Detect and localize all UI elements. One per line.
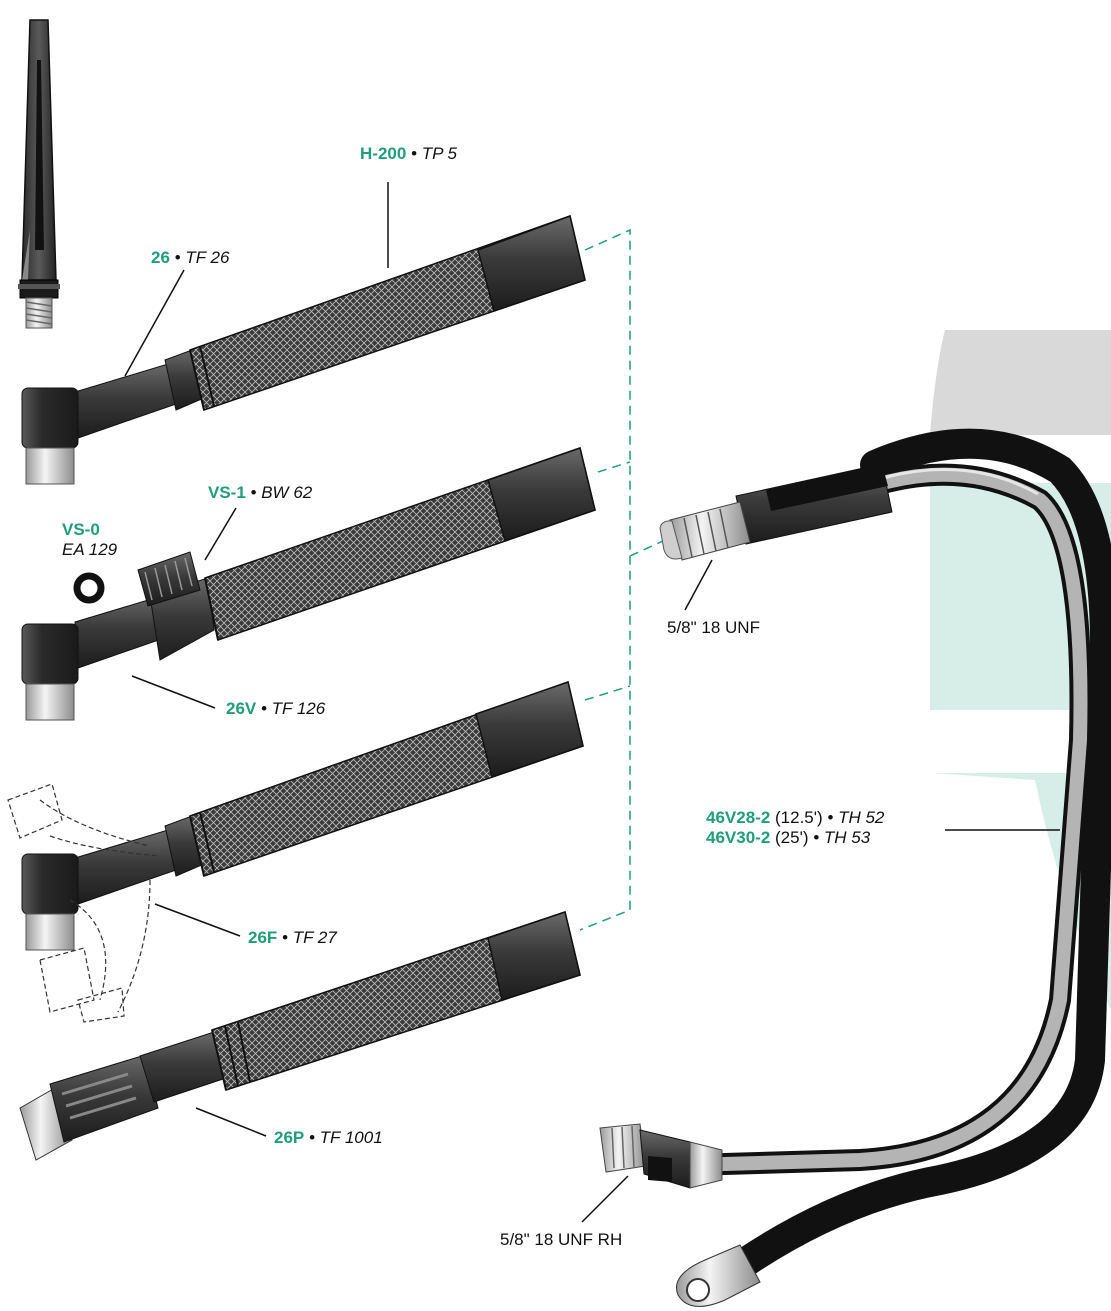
reference-code: TF 1001 bbox=[319, 1128, 383, 1147]
part-number: VS-0 bbox=[62, 520, 100, 539]
o-ring-icon bbox=[73, 572, 105, 604]
label-thread-top: 5/8" 18 UNF bbox=[667, 618, 760, 637]
flex-outline-icon bbox=[7, 783, 161, 1023]
torch-26-icon bbox=[21, 215, 586, 485]
background-gray-band bbox=[930, 330, 1111, 435]
torch-26v-icon bbox=[21, 447, 596, 721]
label-h200: H-200 • TP 5 bbox=[360, 144, 457, 164]
leader-lines bbox=[124, 182, 1060, 1223]
hose-assembly-icon bbox=[599, 428, 1111, 1307]
label-vs1: VS-1 • BW 62 bbox=[208, 483, 312, 503]
reference-code: TH 52 bbox=[838, 808, 885, 827]
reference-code: BW 62 bbox=[261, 483, 313, 502]
separator: • bbox=[813, 828, 820, 847]
separator: • bbox=[308, 1128, 315, 1147]
reference-code: TF 27 bbox=[292, 928, 337, 947]
hose-line-2: 46V30-2 (25') • TH 53 bbox=[706, 828, 884, 848]
label-hose: 46V28-2 (12.5') • TH 52 46V30-2 (25') • … bbox=[706, 808, 884, 848]
separator: • bbox=[827, 808, 834, 827]
separator: • bbox=[282, 928, 288, 947]
back-cap-long-icon bbox=[18, 19, 60, 329]
separator: • bbox=[260, 699, 267, 718]
part-number: 26P bbox=[274, 1128, 305, 1147]
torch-26f-icon bbox=[7, 681, 584, 1023]
reference-code: EA 129 bbox=[62, 540, 118, 559]
reference-code: TF 126 bbox=[271, 699, 326, 718]
label-26: 26 • TF 26 bbox=[151, 248, 229, 268]
reference-code: TP 5 bbox=[421, 144, 458, 163]
label-26f: 26F • TF 27 bbox=[248, 928, 337, 948]
part-number: 26 bbox=[151, 248, 170, 267]
separator: • bbox=[174, 248, 181, 267]
torch-26p-icon bbox=[19, 911, 581, 1161]
reference-code: TF 26 bbox=[185, 248, 230, 267]
label-26p: 26P • TF 1001 bbox=[274, 1128, 383, 1148]
dashed-connector bbox=[579, 228, 666, 931]
label-vs0: VS-0 EA 129 bbox=[62, 520, 117, 560]
separator: • bbox=[411, 144, 417, 163]
reference-code: TH 53 bbox=[823, 828, 871, 847]
hose-line-1: 46V28-2 (12.5') • TH 52 bbox=[706, 808, 884, 828]
separator: • bbox=[250, 483, 257, 502]
part-number: 46V28-2 bbox=[706, 808, 771, 827]
part-number: 26F bbox=[248, 928, 278, 947]
label-thread-bottom: 5/8" 18 UNF RH bbox=[500, 1230, 623, 1249]
label-26v: 26V • TF 126 bbox=[226, 699, 325, 719]
part-number: 46V30-2 bbox=[706, 828, 771, 847]
part-number: 26V bbox=[226, 699, 257, 718]
hose-length: (12.5') bbox=[775, 808, 823, 827]
ring-terminal-icon bbox=[676, 1244, 761, 1307]
hose-length: (25') bbox=[775, 828, 809, 847]
part-number: H-200 bbox=[360, 144, 407, 163]
valve-knob-icon bbox=[137, 551, 201, 607]
part-number: VS-1 bbox=[208, 483, 246, 502]
